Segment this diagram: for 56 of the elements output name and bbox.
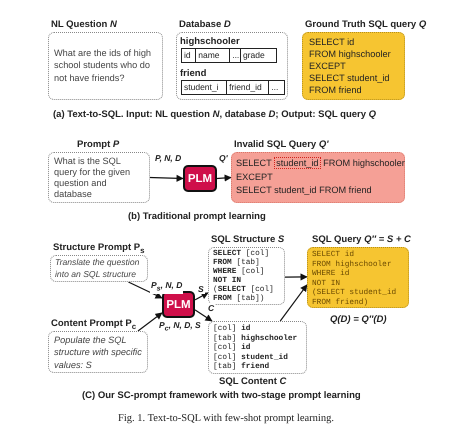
- section-title: SQL Query Q″ = S + C: [312, 234, 411, 245]
- edge-label: S: [197, 284, 205, 294]
- prompt-text: Translate the question into an SQL structure: [55, 257, 140, 280]
- arrow: [280, 284, 308, 322]
- edge-label: P$_{c}$, N, D, S: [158, 320, 202, 334]
- code-line: FROM highschooler: [309, 48, 392, 60]
- edge-label: P, N, D: [154, 153, 182, 163]
- code-line: EXCEPT: [309, 60, 347, 72]
- arrow: [194, 292, 209, 300]
- column-name: student_i: [183, 81, 220, 94]
- code-line: SELECT: [236, 158, 272, 168]
- section-title: Structure Prompt P$_{s}$: [53, 242, 145, 256]
- column-name: id: [183, 49, 192, 62]
- arrow: [128, 281, 163, 299]
- arrow: [138, 312, 163, 332]
- table-name: highschooler: [180, 36, 240, 47]
- prompt-text: Populate the SQL structure with specific values: S: [54, 334, 142, 371]
- model-label: PLM: [188, 172, 212, 184]
- code-line: FROM highschooler: [323, 158, 405, 168]
- edge-label: P$_{s}$, N, D: [150, 280, 184, 294]
- section-title: Content Prompt P$_{c}$: [51, 318, 136, 332]
- section-title: SQL Structure S: [211, 234, 284, 245]
- arrow: [194, 309, 213, 322]
- code-line: SELECT student_id: [309, 72, 391, 84]
- error-highlight: student_id: [274, 157, 321, 169]
- code-line: FROM friend: [309, 84, 363, 96]
- section-title: SQL Content C: [219, 376, 286, 387]
- column-name: name: [195, 49, 230, 62]
- column-name: friend_id: [226, 81, 268, 94]
- model-box: [183, 165, 217, 192]
- table-name: friend: [180, 68, 206, 79]
- code-line: SELECT student_id FROM friend: [236, 184, 373, 197]
- model-label: PLM: [166, 298, 191, 310]
- model-box: [162, 291, 195, 318]
- section-title: Prompt P: [77, 139, 120, 150]
- column-name: grade: [240, 49, 276, 62]
- section-title: Database D: [179, 19, 231, 30]
- prompt-text: What is the SQL query for the given question and database: [54, 156, 132, 200]
- code-line: SELECT id: [309, 36, 356, 48]
- section-title: NL Question N: [51, 19, 117, 30]
- edge-label: Q': [218, 153, 229, 163]
- prompt-text: What are the ids of high school students who do not have friends?: [54, 47, 152, 84]
- code-line: EXCEPT: [236, 170, 274, 184]
- edge-label: C: [207, 303, 216, 313]
- panel-caption: (a) Text-to-SQL. Input: NL question N, database D; Output: SQL query Q: [53, 109, 376, 120]
- arrow: [150, 174, 184, 182]
- section-title: Ground Truth SQL query Q: [305, 19, 426, 30]
- figure-caption: Fig. 1. Text-to-SQL with few-shot prompt learning.: [118, 413, 334, 424]
- column-name: ...: [268, 81, 284, 94]
- panel-caption: (C) Our SC-prompt framework with two-stage prompt learning: [82, 390, 361, 401]
- equation: Q(D) = Q″(D): [330, 314, 387, 325]
- section-title: Invalid SQL Query Q': [234, 139, 328, 150]
- column-name: ...: [229, 49, 240, 62]
- arrow: [216, 174, 232, 182]
- panel-caption: (b) Traditional prompt learning: [128, 211, 266, 222]
- arrow: [285, 273, 308, 281]
